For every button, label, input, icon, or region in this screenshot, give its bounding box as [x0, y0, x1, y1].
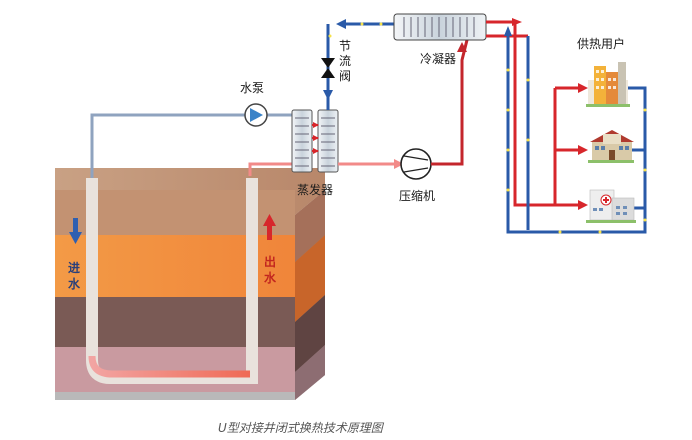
water-out-label-2: 水: [264, 270, 277, 285]
water-out-label-1: 出: [264, 254, 276, 269]
evaporator-left-hex: [291, 109, 313, 173]
water-pump: 水泵: [240, 81, 294, 127]
throttle-valve-label-2: 流: [339, 54, 351, 68]
hospital-building-icon: [586, 189, 636, 223]
water-in-label-1: 进: [68, 260, 80, 275]
throttle-valve: 节 流 阀: [321, 24, 351, 110]
valve-icon: [321, 58, 335, 78]
supply-pipe: [248, 162, 294, 176]
water-in-indicator: 进 水: [68, 218, 82, 291]
evaporator: 蒸发器: [291, 109, 339, 197]
condenser-label: 冷凝器: [420, 51, 456, 66]
evaporator-label: 蒸发器: [297, 182, 333, 197]
compressor-icon: [400, 148, 432, 180]
return-pipe: [90, 113, 248, 178]
condenser-body: [393, 13, 487, 41]
heat-users-label: 供热用户: [577, 36, 625, 51]
residential-building-icon: [586, 62, 630, 107]
condenser: 冷凝器: [336, 13, 487, 66]
water-out-indicator: 出 水: [263, 214, 277, 285]
water-in-label-2: 水: [68, 276, 81, 291]
heating-supply-loop: 供热用户: [328, 18, 647, 234]
throttle-valve-label-1: 节: [339, 39, 351, 53]
throttle-valve-label-3: 阀: [339, 69, 351, 83]
water-pump-label: 水泵: [240, 81, 264, 95]
compressor: 压缩机: [338, 39, 469, 203]
evaporator-right-hex: [317, 109, 339, 173]
u-tube-loop: [86, 113, 294, 384]
diagram-caption: U型对接井闭式换热技术原理图: [218, 421, 385, 435]
compressor-label: 压缩机: [399, 188, 435, 203]
school-building-icon: [588, 130, 634, 163]
